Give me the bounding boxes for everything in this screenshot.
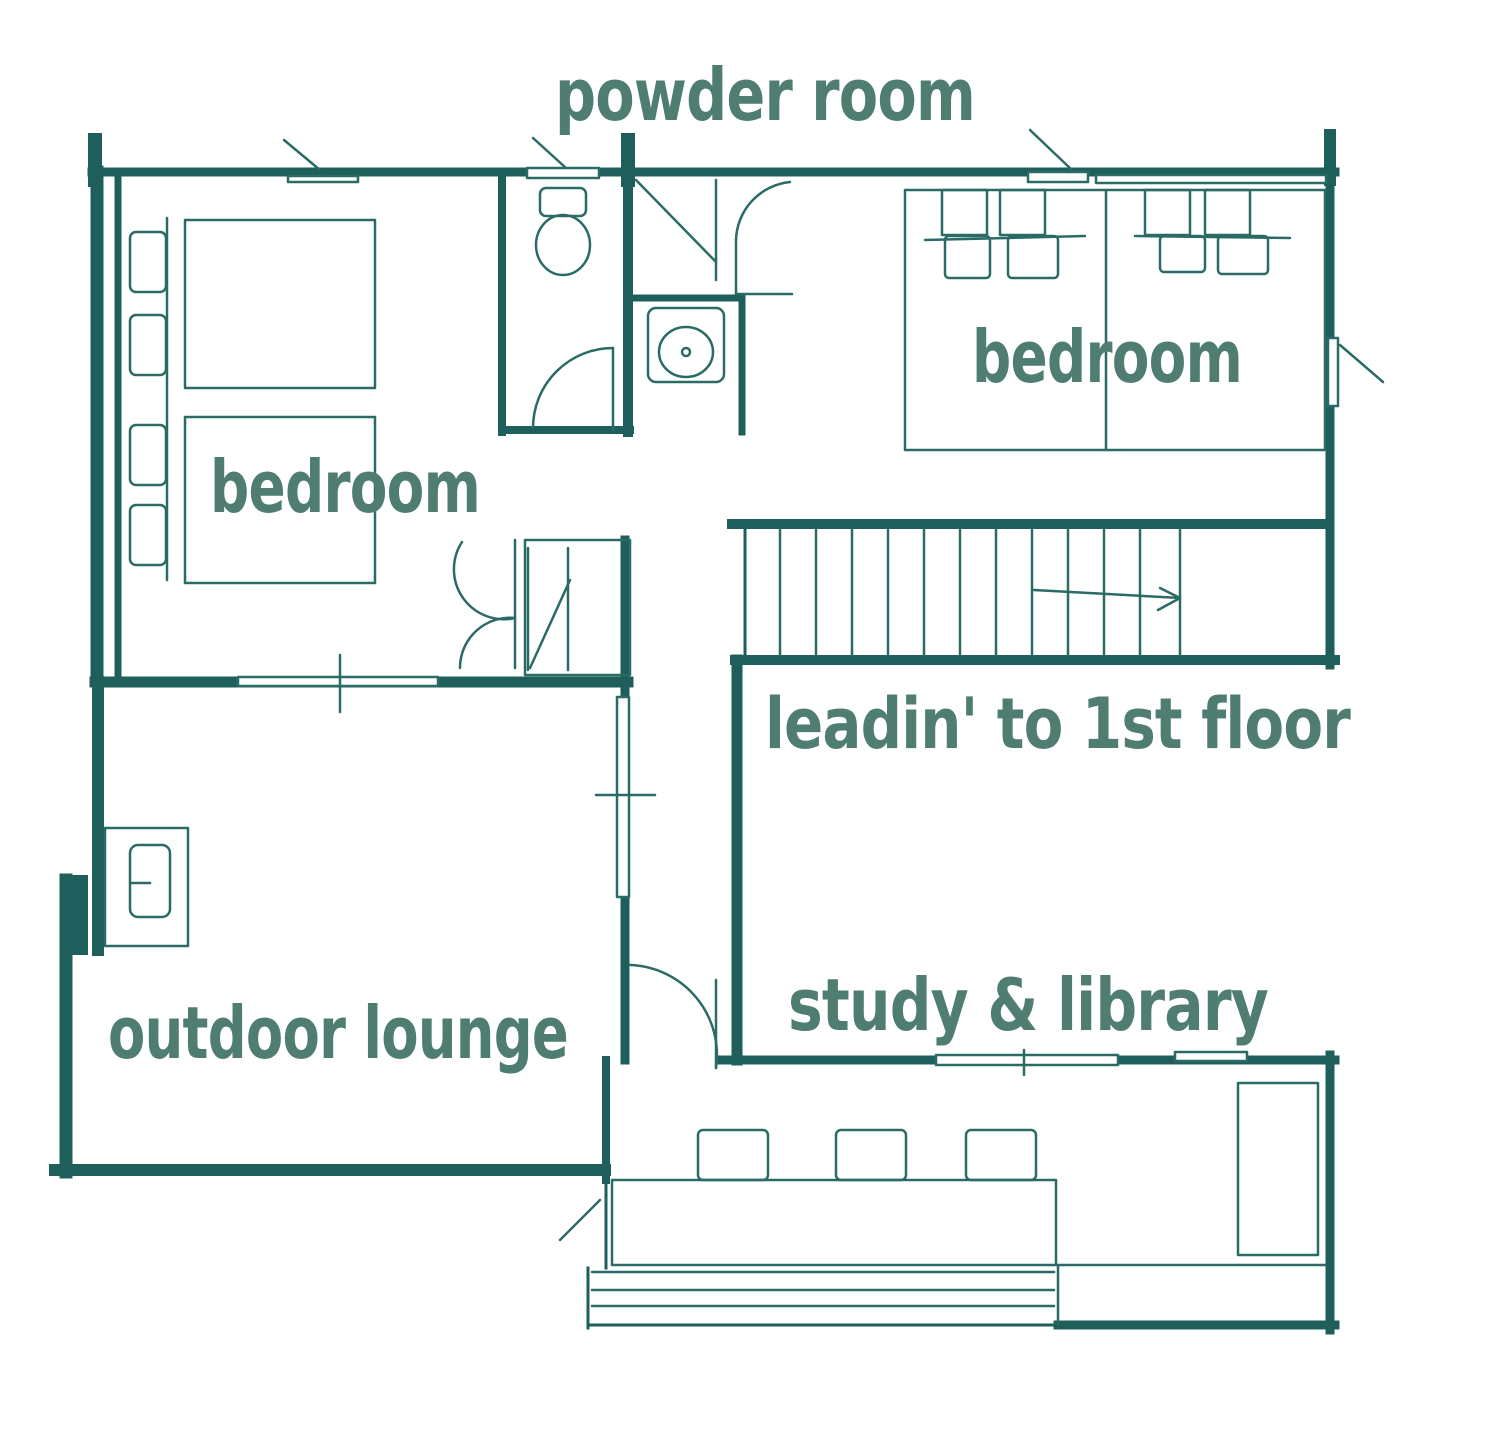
label-stair: leadin' to 1st floor xyxy=(765,683,1351,765)
label-bedroom-left: bedroom xyxy=(210,445,480,529)
label-powder-room: powder room xyxy=(555,53,975,137)
windows xyxy=(236,128,1385,1242)
label-outdoor-lounge: outdoor lounge xyxy=(108,991,568,1075)
label-study-library: study & library xyxy=(788,963,1268,1047)
furniture xyxy=(103,186,1327,1327)
doors xyxy=(452,178,794,1070)
label-bedroom-right: bedroom xyxy=(972,315,1242,399)
walls xyxy=(49,129,1340,1335)
